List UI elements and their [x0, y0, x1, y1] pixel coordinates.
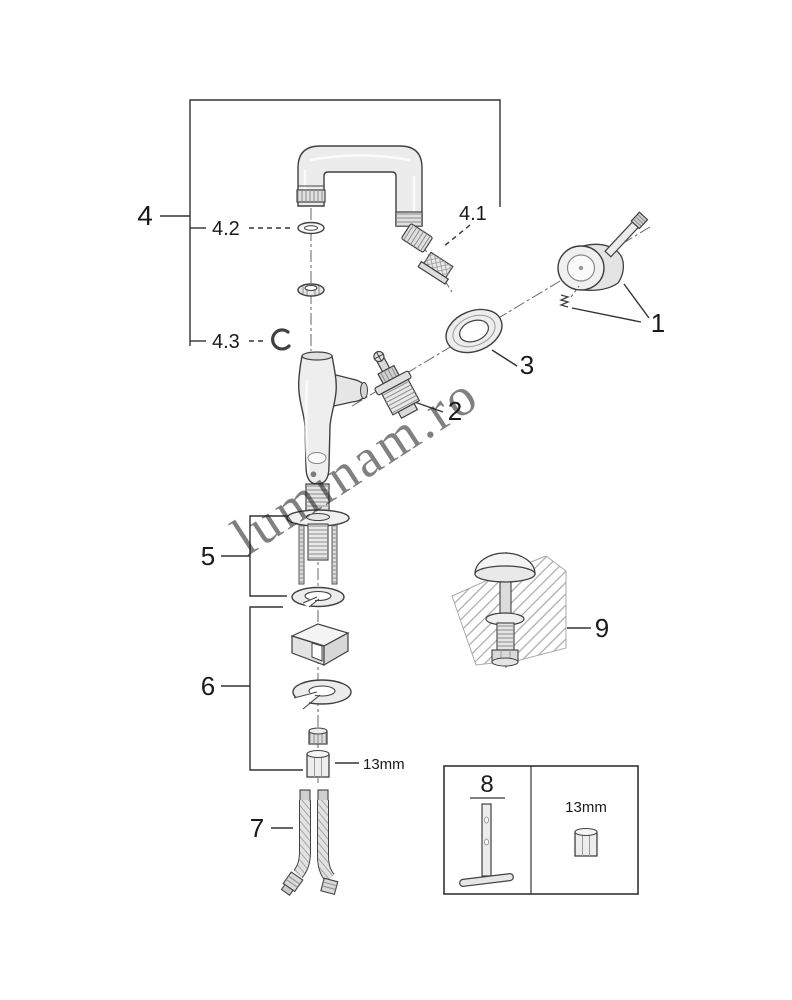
- tool-box: [443, 765, 639, 895]
- label-part5: 5: [201, 541, 215, 571]
- label-part4-2: 4.2: [212, 218, 240, 240]
- supply-hoses: [280, 789, 339, 896]
- label-13mm-callout: 13mm: [363, 756, 405, 773]
- brand-oval: [307, 452, 327, 464]
- spout-knurl-band: [296, 185, 326, 203]
- label-box-13mm: 13mm: [565, 799, 607, 816]
- label-part4-3: 4.3: [212, 331, 240, 353]
- label-part8: 8: [480, 771, 493, 798]
- spout: [296, 145, 423, 227]
- set-screw: [559, 285, 580, 308]
- hose-fitting-left: [280, 871, 304, 896]
- faucet-body: [297, 351, 368, 485]
- handle: [557, 211, 649, 308]
- mounting-set: [286, 483, 350, 608]
- fixing-set: [290, 623, 352, 778]
- leader-part1-a: [623, 283, 650, 319]
- label-part9: 9: [595, 613, 609, 643]
- label-part6: 6: [201, 671, 215, 701]
- leader-part1-b: [571, 307, 642, 323]
- label-part4-1: 4.1: [459, 203, 487, 225]
- label-part1: 1: [651, 308, 665, 338]
- mounting-tool: [459, 803, 514, 887]
- bracket-part4: [160, 99, 501, 346]
- escutcheon-ring: [445, 308, 503, 354]
- label-part3: 3: [520, 350, 534, 380]
- label-part4: 4: [137, 200, 153, 231]
- leader-lines: [221, 283, 650, 829]
- label-part7: 7: [250, 813, 264, 843]
- c-clip: [271, 328, 291, 351]
- hex-nut-13mm: [574, 828, 598, 857]
- hose-fitting-right: [320, 877, 339, 896]
- knurled-nut: [308, 727, 328, 745]
- ring-nut: [297, 283, 325, 297]
- leader-part3: [491, 349, 518, 367]
- hex-adapter: [306, 750, 330, 778]
- bracket-part6: [249, 606, 303, 771]
- o-ring: [297, 221, 325, 235]
- callout-labels: 4 4.2 4.1 4.3 1 2 3 5 6 7 8 9 13mm 13mm: [137, 200, 665, 843]
- aerator-knurl: [401, 223, 433, 253]
- drain-assembly: [451, 552, 567, 667]
- horseshoe-washer: [292, 679, 352, 710]
- label-part2: 2: [448, 396, 462, 426]
- base-ring: [291, 586, 345, 608]
- cartridge: [373, 350, 421, 419]
- handle-lever: [604, 211, 649, 258]
- spout-thread-end: [395, 211, 423, 227]
- wedge-block: [290, 623, 350, 667]
- aerator-mousseur: [417, 251, 454, 285]
